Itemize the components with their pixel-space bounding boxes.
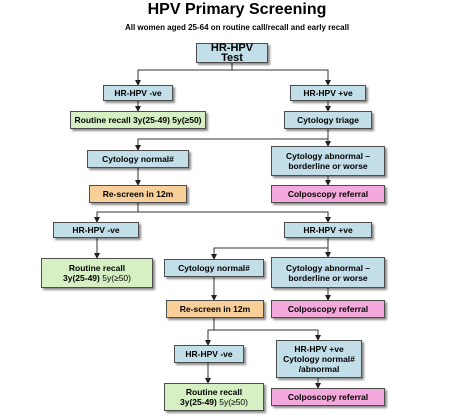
hr-hpv-negative-box-1: HR-HPV -ve: [103, 85, 173, 101]
hr-hpv-positive-3-line2: Cytology normal#: [283, 354, 355, 364]
rescreen-box-1: Re-screen in 12m: [89, 185, 187, 203]
routine-recall-box-2: Routine recall 3y(25-49) 5y(≥50): [41, 258, 153, 288]
hr-hpv-positive-3-line3: /abnormal: [298, 364, 340, 374]
routine-recall-3-line1: Routine recall: [185, 387, 243, 397]
connector-rescreen1-pos2: [138, 211, 331, 223]
hr-hpv-negative-box-3: HR-HPV -ve: [174, 345, 244, 363]
cytology-abnormal-2-line1: Cytology abnormal –: [285, 262, 371, 273]
connector-rescreen2-neg3: [205, 318, 215, 346]
routine-recall-2-young: 3y(25-49): [63, 273, 100, 283]
routine-recall-box-3: Routine recall 3y(25-49) 5y(≥50): [164, 383, 264, 411]
cytology-abnormal-1-line2: borderline or worse: [288, 161, 368, 171]
hr-hpv-test-box: HR-HPV Test: [196, 43, 268, 64]
hr-hpv-negative-box-2: HR-HPV -ve: [53, 222, 139, 238]
routine-recall-3-older: 5y(≥50): [219, 397, 248, 407]
colposcopy-referral-box-3: Colposcopy referral: [271, 388, 385, 406]
routine-recall-3-line2: 3y(25-49) 5y(≥50): [180, 397, 248, 407]
routine-recall-2-line2: 3y(25-49) 5y(≥50): [63, 273, 131, 283]
colposcopy-referral-box-1: Colposcopy referral: [271, 185, 385, 203]
hr-hpv-positive-3-line1: HR-HPV +ve: [294, 344, 344, 354]
routine-recall-3-young: 3y(25-49): [180, 397, 217, 407]
connector-pos2-normal2: [211, 238, 329, 260]
diagram-subtitle: All women aged 25-64 on routine call/rec…: [124, 23, 350, 32]
hr-hpv-positive-box-3: HR-HPV +ve Cytology normal# /abnormal: [276, 340, 362, 378]
hr-hpv-positive-box-1: HR-HPV +ve: [290, 85, 366, 101]
cytology-abnormal-box-1: Cytology abnormal – borderline or worse: [271, 146, 385, 176]
rescreen-box-2: Re-screen in 12m: [166, 300, 264, 318]
routine-recall-2-older: 5y(≥50): [102, 273, 131, 283]
colposcopy-referral-box-2: Colposcopy referral: [271, 300, 385, 318]
cytology-normal-box-2: Cytology normal#: [164, 259, 264, 277]
routine-recall-2-line1: Routine recall: [68, 263, 126, 273]
connector-test-pos1: [232, 69, 331, 86]
cytology-normal-box-1: Cytology normal#: [87, 150, 189, 168]
cytology-abnormal-2-line2: borderline or worse: [288, 272, 368, 283]
diagram-title: HPV Primary Screening: [147, 1, 327, 18]
hr-hpv-positive-box-2: HR-HPV +ve: [284, 222, 372, 238]
connector-rescreen2-pos3: [214, 329, 321, 341]
connector-rescreen1-neg2: [94, 203, 139, 223]
cytology-abnormal-1-line1: Cytology abnormal –: [285, 151, 371, 161]
routine-recall-box-1: Routine recall 3y(25-49) 5y(≥50): [70, 111, 206, 129]
connector-test-split: [135, 63, 233, 86]
cytology-triage-box: Cytology triage: [284, 111, 372, 129]
connector-triage-normal1: [135, 129, 329, 151]
cytology-abnormal-box-2: Cytology abnormal – borderline or worse: [271, 257, 385, 288]
